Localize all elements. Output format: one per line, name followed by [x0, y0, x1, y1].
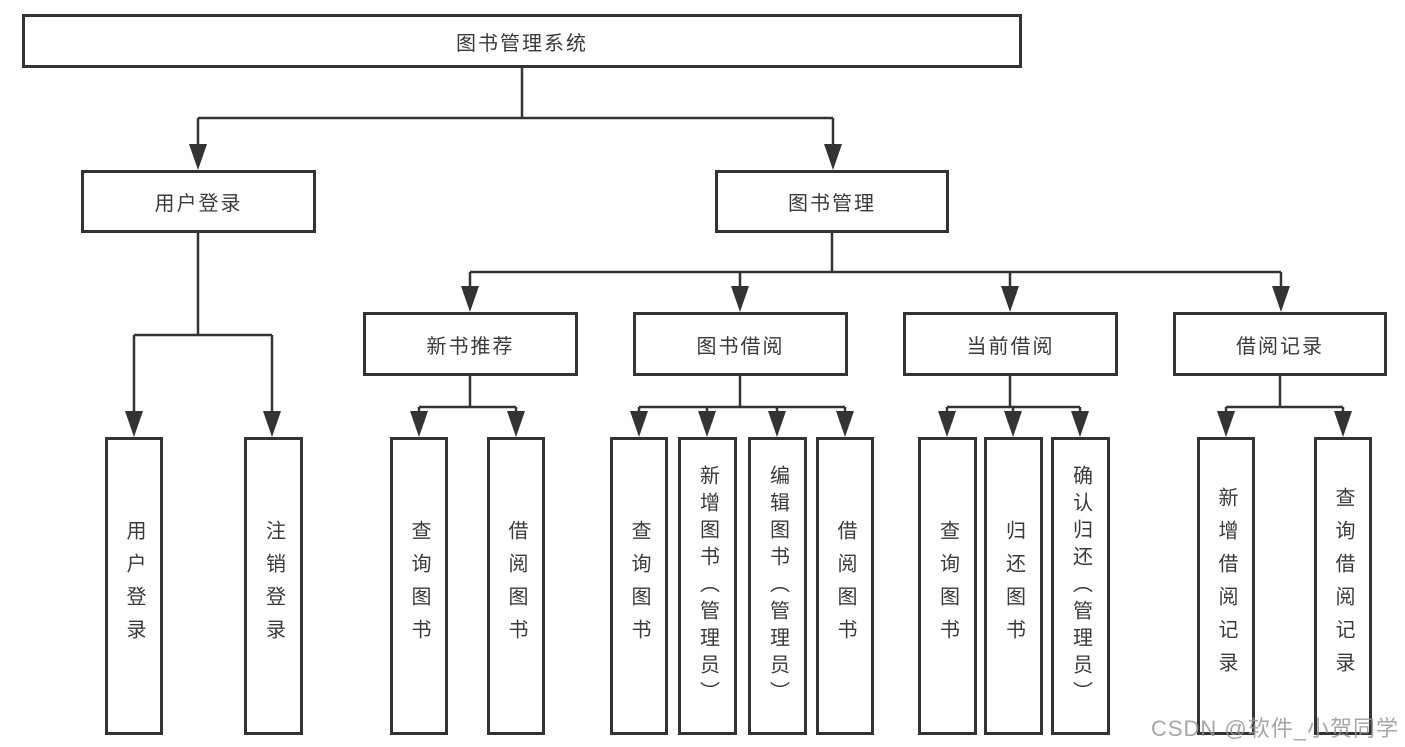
node-leaf-borrow-book-1: 借阅图书: [487, 437, 545, 735]
node-leaf-add-book-admin-label: 新增图书（管理员）: [696, 464, 719, 708]
node-leaf-add-book-admin: 新增图书（管理员）: [678, 437, 737, 735]
connector-path: [196, 68, 835, 146]
connector-path: [1224, 376, 1345, 413]
node-leaf-add-borrow-record-label: 新增借阅记录: [1215, 487, 1237, 685]
node-leaf-query-book-2-label: 查询图书: [628, 520, 650, 652]
connector-path: [637, 376, 847, 413]
connector-path: [945, 376, 1082, 413]
node-leaf-query-borrow-record-label: 查询借阅记录: [1332, 487, 1354, 685]
node-leaf-edit-book-admin: 编辑图书（管理员）: [748, 437, 807, 735]
node-leaf-borrow-book-2-label: 借阅图书: [834, 520, 856, 652]
node-leaf-query-borrow-record: 查询借阅记录: [1314, 437, 1372, 735]
arrow-down-icon: [189, 144, 207, 170]
node-new-book-recommend-label: 新书推荐: [426, 335, 515, 358]
node-leaf-logout: 注销登录: [244, 437, 303, 735]
node-borrow-records: 借阅记录: [1173, 312, 1387, 376]
arrow-down-icon: [768, 411, 786, 437]
node-book-management-label: 图书管理: [788, 193, 876, 215]
connector-path: [468, 233, 1283, 288]
node-leaf-confirm-return-admin: 确认归还（管理员）: [1051, 437, 1110, 735]
arrowhead-group: [125, 144, 1352, 437]
node-root: 图书管理系统: [22, 14, 1022, 68]
node-leaf-user-login-label: 用户登录: [123, 520, 145, 652]
node-leaf-confirm-return-admin-label: 确认归还（管理员）: [1069, 464, 1092, 708]
node-book-management: 图书管理: [715, 170, 949, 233]
node-leaf-query-book-3-label: 查询图书: [936, 520, 959, 652]
node-book-borrow-label: 图书借阅: [696, 335, 785, 358]
arrow-down-icon: [1071, 411, 1089, 437]
arrow-down-icon: [461, 286, 479, 312]
node-leaf-return-book-label: 归还图书: [1002, 520, 1025, 652]
arrow-down-icon: [938, 411, 956, 437]
node-leaf-borrow-book-2: 借阅图书: [816, 437, 874, 735]
arrow-down-icon: [824, 144, 842, 170]
node-root-label: 图书管理系统: [456, 32, 588, 55]
node-leaf-query-book-2: 查询图书: [610, 437, 668, 735]
arrow-down-icon: [1217, 411, 1235, 437]
node-user-login: 用户登录: [81, 170, 316, 233]
arrow-down-icon: [836, 411, 854, 437]
connector-path-group: [132, 68, 1345, 413]
csdn-watermark: CSDN @软件_小贺同学: [1150, 716, 1399, 741]
arrow-down-icon: [507, 411, 525, 437]
arrow-down-icon: [1272, 286, 1290, 312]
node-new-book-recommend: 新书推荐: [363, 312, 578, 376]
node-leaf-add-borrow-record: 新增借阅记录: [1197, 437, 1255, 735]
node-leaf-edit-book-admin-label: 编辑图书（管理员）: [766, 464, 789, 708]
node-borrow-records-label: 借阅记录: [1236, 335, 1324, 358]
arrow-down-icon: [263, 411, 281, 437]
arrow-down-icon: [731, 286, 749, 312]
node-leaf-query-book-3: 查询图书: [918, 437, 977, 735]
node-current-borrow-label: 当前借阅: [966, 335, 1055, 358]
arrow-down-icon: [1001, 286, 1019, 312]
connector-path: [132, 233, 274, 413]
connector-path: [417, 376, 518, 413]
node-leaf-query-book-1-label: 查询图书: [408, 520, 430, 652]
arrow-down-icon: [410, 411, 428, 437]
node-book-borrow: 图书借阅: [633, 312, 848, 376]
arrow-down-icon: [125, 411, 143, 437]
arrow-down-icon: [698, 411, 716, 437]
node-leaf-user-login: 用户登录: [105, 437, 163, 735]
arrow-down-icon: [1334, 411, 1352, 437]
arrow-down-icon: [630, 411, 648, 437]
node-leaf-borrow-book-1-label: 借阅图书: [505, 520, 527, 652]
node-current-borrow: 当前借阅: [903, 312, 1118, 376]
node-leaf-logout-label: 注销登录: [262, 520, 285, 652]
node-leaf-return-book: 归还图书: [984, 437, 1043, 735]
node-user-login-label: 用户登录: [154, 193, 243, 215]
node-leaf-query-book-1: 查询图书: [390, 437, 448, 735]
arrow-down-icon: [1004, 411, 1022, 437]
